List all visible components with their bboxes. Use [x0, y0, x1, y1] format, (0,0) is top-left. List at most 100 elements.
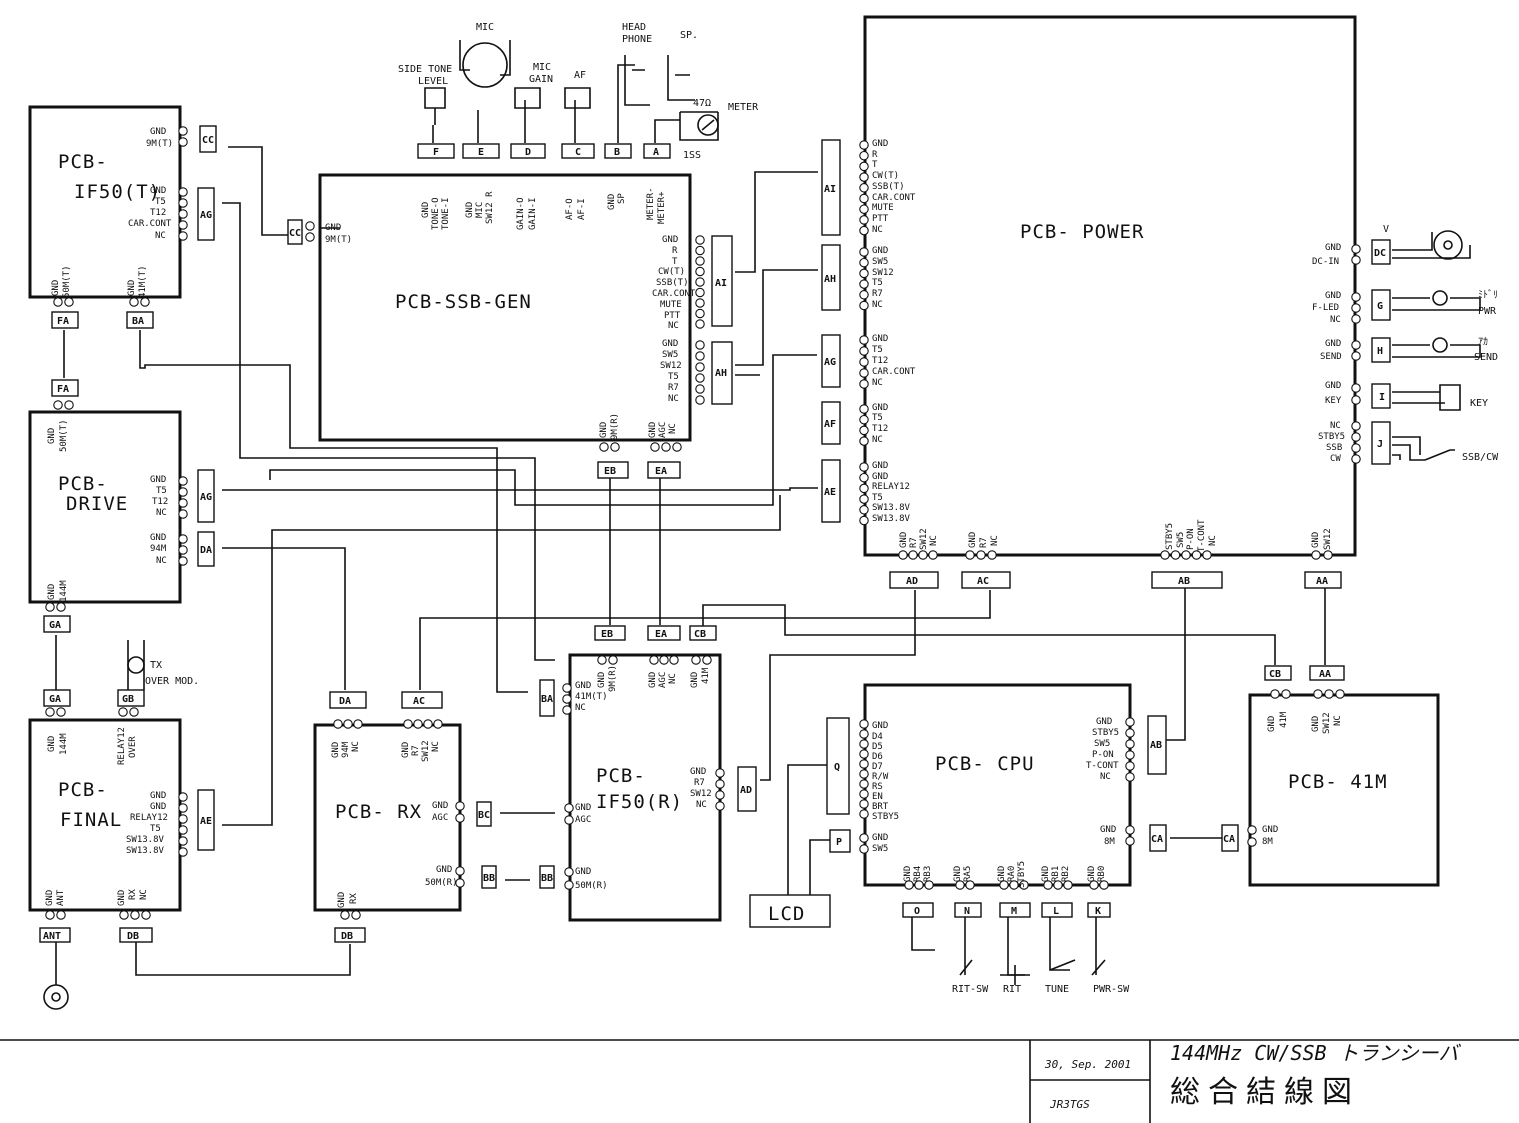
pin-circle — [1351, 303, 1361, 313]
ssb-ai-sig-6: MUTE — [660, 300, 682, 310]
conn-AE-pwr: AE — [824, 487, 836, 498]
cpu-ab-sig-1: STBY5 — [1092, 728, 1119, 738]
af-label: AF — [574, 70, 586, 81]
pin-circle — [129, 297, 139, 307]
final-ae-sig-0: GND — [150, 791, 166, 801]
pin-circle — [178, 792, 188, 802]
cpu-o-sig-1: RB4 — [913, 866, 923, 882]
rx-ac-sig-2: SW12 — [421, 740, 431, 762]
led-pwr-label-2: PWR — [1478, 306, 1497, 317]
pin-circle — [178, 126, 188, 136]
headphone-jack-icon — [624, 55, 650, 106]
pin-circle — [1351, 314, 1361, 324]
pin-circle — [140, 297, 150, 307]
if50t-bot-sig-1: 50M(T) — [62, 265, 72, 298]
pin-circle — [859, 414, 869, 425]
side-tone-label-2: LEVEL — [418, 76, 448, 87]
pwr-ad-sig-0: GND — [899, 532, 909, 548]
conn-FA-1: FA — [57, 316, 69, 327]
pin-circle — [695, 319, 705, 329]
pin-circle — [455, 801, 465, 811]
meter-r1-label: 47Ω — [693, 98, 711, 109]
conn-CC-2: CC — [289, 228, 301, 239]
conn-B: B — [614, 147, 620, 158]
conn-CA-41m: CA — [1223, 834, 1235, 845]
pin-circle — [1053, 880, 1063, 890]
power-title: PCB- POWER — [1020, 221, 1144, 243]
if50t-title-2: IF50(T) — [74, 181, 161, 203]
cpu-ab-sig-0: GND — [1096, 717, 1112, 727]
pwr-ai-sig-8: NC — [872, 225, 883, 235]
panel-C-sig-1: AF-I — [577, 198, 587, 220]
pin-circle — [178, 556, 188, 566]
if50r-title-2: IF50(R) — [596, 791, 683, 813]
final-ae-sig-3: T5 — [150, 824, 161, 834]
conn-DA-rx: DA — [339, 696, 351, 707]
ssb-ai-sig-1: R — [672, 246, 678, 256]
if50t-bot-sig-3: 41M(T) — [138, 265, 148, 298]
drive-da-sig-2: NC — [156, 556, 167, 566]
pwr-af-sig-0: GND — [872, 403, 888, 413]
title-block: 30, Sep. 2001 JR3TGS 144MHz CW/SSB トランシー… — [0, 1039, 1519, 1123]
cpu-m-sig-0: GND — [997, 866, 1007, 882]
conn-AG-if50t: AG — [200, 210, 212, 221]
cpu-p-sig-1: SW5 — [872, 844, 888, 854]
ssb-ai-sig-4: SSB(T) — [656, 278, 689, 288]
conn-Q: Q — [834, 762, 840, 773]
pin-circle — [178, 534, 188, 544]
pwr-ai-sig-1: R — [872, 150, 878, 160]
pwr-ah-sig-0: GND — [872, 246, 888, 256]
pin-circle — [859, 515, 869, 526]
pin-circle — [898, 550, 908, 560]
pin-circle — [1019, 880, 1029, 890]
if50r-ad-sig-2: SW12 — [690, 789, 712, 799]
final-bot-sig-1: ANT — [56, 889, 66, 906]
pwr-ab-sig-3: T-CONT — [1197, 519, 1207, 552]
cpu-n-sig-0: GND — [953, 866, 963, 882]
drive-top-sig-0: GND — [47, 428, 57, 444]
if50r-bc-sig-0: GND — [575, 803, 591, 813]
pin-circle — [1351, 421, 1361, 431]
connectors: FA BA FA GA GA GB ANT DB DB DA AC EB EA … — [39, 125, 1391, 943]
cpu-q-sig-3: D6 — [872, 752, 883, 762]
cpu-q-sig-1: D4 — [872, 732, 883, 742]
pin-circle — [178, 509, 188, 519]
pin-circle — [859, 161, 869, 172]
pin-circle — [45, 910, 55, 920]
pwr-af-sig-3: NC — [872, 435, 883, 445]
pwr-ag-sig-1: T5 — [872, 345, 883, 355]
if50r-bb-sig-0: GND — [575, 867, 591, 877]
side-tone-label-1: SIDE TONE — [398, 64, 452, 75]
pwr-led-icon — [1432, 290, 1448, 306]
pin-circle — [965, 550, 975, 560]
pin-circle — [178, 825, 188, 835]
conn-K: K — [1095, 906, 1101, 917]
final-bot-sig-4: NC — [139, 889, 149, 900]
pin-circle — [859, 436, 869, 446]
conn-BB-rx: BB — [483, 873, 495, 884]
side-tone-pot-icon — [424, 87, 446, 125]
if50t-cc-sig-1: 9M(T) — [146, 139, 173, 149]
conn-CC-1: CC — [202, 135, 214, 146]
pin-circle — [178, 187, 188, 197]
final-ae-sig-4: SW13.8V — [126, 835, 165, 845]
headphone-label-2: PHONE — [622, 34, 652, 45]
pin-circle — [305, 221, 315, 231]
panel-A-sig-0: METER- — [646, 187, 656, 220]
pin-circle — [695, 277, 705, 287]
pin-circle — [45, 602, 55, 612]
pin-circle — [859, 789, 869, 799]
pin-circle — [1191, 550, 1202, 560]
pin-circle — [1170, 550, 1181, 560]
pin-circle — [965, 880, 975, 890]
pin-circle — [1351, 340, 1361, 350]
pin-circle — [56, 602, 66, 612]
cpu-o-sig-2: RB3 — [923, 866, 933, 882]
final-bot-sig-0: GND — [45, 890, 55, 906]
pin-circle — [562, 694, 572, 704]
pin-circle — [1160, 550, 1170, 560]
cpu-q-sig-4: D7 — [872, 762, 883, 772]
pin-circle — [178, 545, 188, 555]
pin-circle — [1351, 395, 1361, 405]
pwr-ab-sig-0: STBY5 — [1165, 523, 1175, 550]
